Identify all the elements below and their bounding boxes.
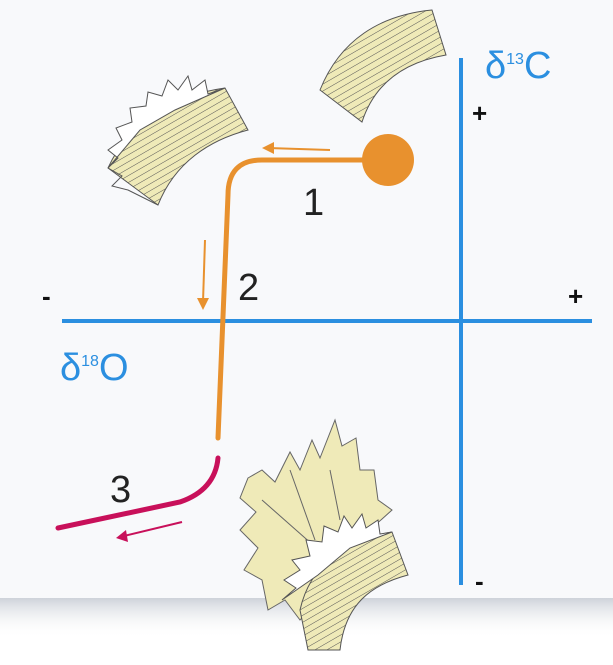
stage-label-3: 3 bbox=[110, 469, 131, 511]
arrow-left-bottom bbox=[116, 521, 183, 542]
shell-top-center bbox=[319, 9, 447, 123]
arrow-down bbox=[197, 239, 209, 310]
y-plus-sign: + bbox=[472, 98, 487, 128]
start-point bbox=[362, 134, 414, 186]
stage-label-1: 1 bbox=[303, 182, 324, 224]
trajectory-path bbox=[215, 157, 368, 441]
x-plus-sign: + bbox=[568, 281, 583, 311]
y-axis-label: δ13C bbox=[485, 45, 551, 87]
x-minus-sign: - bbox=[42, 281, 51, 311]
shell-top-left bbox=[107, 74, 249, 206]
stage-label-2: 2 bbox=[238, 267, 259, 309]
arrow-left-top bbox=[262, 142, 331, 154]
shell-bottom bbox=[281, 512, 409, 651]
trajectory-path-end bbox=[55, 455, 221, 531]
x-axis-label: δ18O bbox=[60, 347, 129, 389]
y-minus-sign: - bbox=[475, 566, 484, 596]
